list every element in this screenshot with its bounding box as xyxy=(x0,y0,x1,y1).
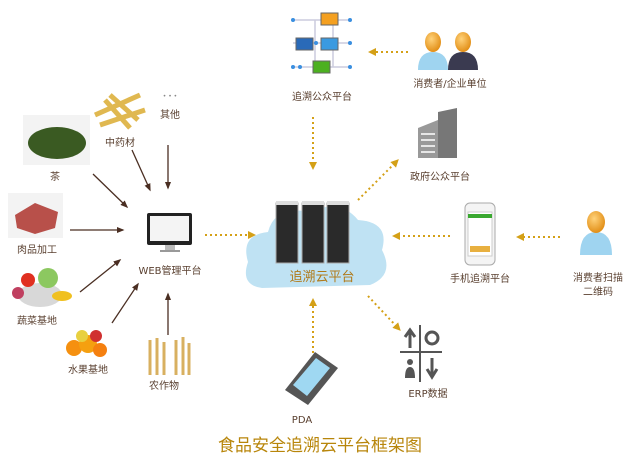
pda-icon xyxy=(285,352,338,405)
consumer-icon xyxy=(580,211,612,255)
cloud-server-icon xyxy=(245,201,387,288)
erp-label: ERP数据 xyxy=(408,387,447,400)
meat-label: 肉品加工 xyxy=(17,243,57,256)
fruit-image xyxy=(66,330,107,357)
government-label: 政府公众平台 xyxy=(410,170,470,183)
arrow-tea-to-web xyxy=(92,173,129,209)
tea-image xyxy=(23,115,90,165)
consumer-enterprise-label: 消费者/企业单位 xyxy=(413,77,486,90)
consumers-icon xyxy=(418,32,478,70)
fruit-label: 水果基地 xyxy=(68,363,108,376)
arrow-cloud-to-government xyxy=(357,159,399,201)
arrow-cloud-erp xyxy=(367,295,401,331)
erp-icon xyxy=(400,325,442,382)
pda-label: PDA xyxy=(292,415,313,426)
other-label: 其他 xyxy=(160,108,180,121)
cloud-platform-label: 追溯云平台 xyxy=(289,269,354,285)
consumer-scan-label-2: 二维码 xyxy=(583,285,613,298)
network-icon xyxy=(291,12,352,74)
mobile-platform-label: 手机追溯平台 xyxy=(450,272,510,285)
crop-label: 农作物 xyxy=(149,379,179,392)
tea-label: 茶 xyxy=(50,170,60,183)
arrow-fruit-to-web xyxy=(111,282,139,324)
monitor-icon xyxy=(147,213,192,252)
meat-image xyxy=(8,193,63,238)
public-platform-label: 追溯公众平台 xyxy=(292,90,352,103)
mobile-phone-icon xyxy=(464,202,496,266)
diagram-title: 食品安全追溯云平台框架图 xyxy=(218,436,422,456)
other-dots: • • • xyxy=(163,93,177,100)
herb-label: 中药材 xyxy=(105,136,135,149)
arrow-herb-to-web xyxy=(131,149,151,192)
government-building-icon xyxy=(418,108,457,158)
vegetable-image xyxy=(12,268,72,307)
arrow-veg-to-web xyxy=(79,259,122,293)
herb-image xyxy=(93,92,146,130)
crop-image xyxy=(148,337,191,375)
vegetable-label: 蔬菜基地 xyxy=(17,314,57,327)
consumer-scan-label: 消费者扫描 xyxy=(573,271,623,284)
web-platform-label: WEB管理平台 xyxy=(138,264,201,277)
